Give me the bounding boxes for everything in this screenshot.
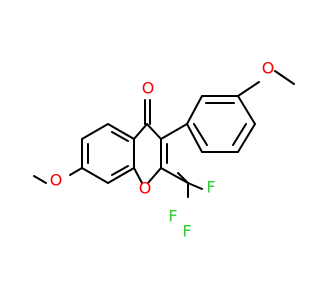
carbonyl-oxygen-label: O <box>142 79 155 98</box>
bond-pyranone-4 <box>147 167 162 184</box>
bond-left-ring-3 <box>107 123 135 140</box>
bond-left-ring-5 <box>107 167 135 184</box>
bond-cf3-f-upper-left <box>177 172 189 184</box>
bond-right-ring-double-b <box>232 123 247 146</box>
bond-network <box>33 70 295 198</box>
bond-to-cf3-carbon <box>160 167 189 184</box>
bond-right-ring-6 <box>186 123 203 153</box>
bond-right-ring-4 <box>237 123 256 153</box>
bond-right-ring-3 <box>237 95 256 125</box>
bond-left-ring-double-c <box>111 165 129 176</box>
bond-pyranone-5 <box>133 167 143 184</box>
bond-left-ring-2 <box>81 123 109 140</box>
bond-to-aryl <box>160 123 188 140</box>
fluorine-bottom-label: F <box>182 222 191 241</box>
bond-left-methoxy-methyl <box>33 175 47 184</box>
bond-right-ring-double-c <box>193 123 208 146</box>
bond-right-methoxy-methyl <box>274 70 295 85</box>
bond-right-ring-1 <box>186 95 203 125</box>
bond-left-ring-6 <box>81 167 109 184</box>
bond-pyranone-1 <box>133 123 148 140</box>
fluorine-top-label: F <box>206 178 215 197</box>
atom-labels: O O O O F F F <box>50 59 275 241</box>
molecule-canvas: O O O O F F F <box>33 58 295 241</box>
bond-pyranone-2 <box>146 123 162 140</box>
bond-left-ring-double-b <box>111 131 129 142</box>
left-methoxy-oxygen-label: O <box>50 171 63 190</box>
right-methoxy-oxygen-label: O <box>262 59 275 78</box>
ring-oxygen-label: O <box>139 179 152 198</box>
bond-cf3-f-bottom-right <box>187 182 203 190</box>
bond-left-methoxy-to-o <box>69 167 83 176</box>
fluorine-left-label: F <box>168 207 177 226</box>
bond-right-methoxy-to-o <box>237 81 260 97</box>
chemical-structure-diagram: O O O O F F F <box>33 59 295 241</box>
